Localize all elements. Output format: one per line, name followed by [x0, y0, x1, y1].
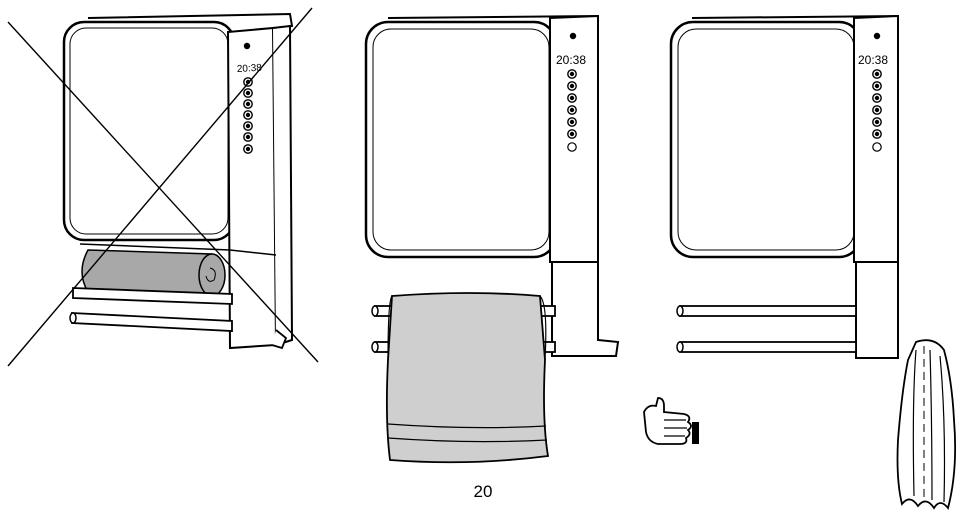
cross-out-line	[7, 7, 313, 367]
thumbs-up-icon	[643, 397, 699, 445]
heater-towel-on-hook: 20:38	[669, 14, 957, 510]
display-time: 20:38	[858, 53, 888, 67]
draped-towel	[385, 292, 550, 464]
hanging-towel	[896, 339, 957, 510]
cross-out-line	[7, 21, 319, 363]
svg-text:20: 20	[474, 482, 493, 501]
rolled-towel	[81, 249, 226, 297]
heater-towel-on-rail: 20:38	[364, 14, 620, 464]
page-number: 20	[474, 482, 493, 501]
display-time: 20:38	[556, 53, 586, 67]
heater-towel-on-top: 20:38	[7, 7, 319, 367]
display-time: 20:38	[237, 63, 263, 75]
